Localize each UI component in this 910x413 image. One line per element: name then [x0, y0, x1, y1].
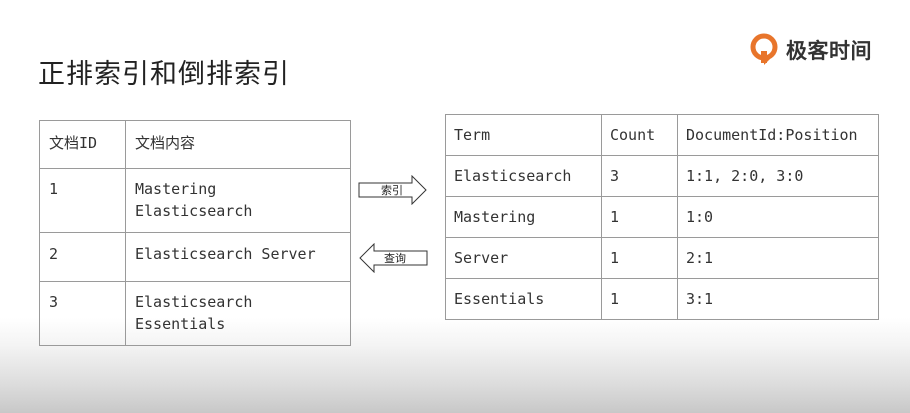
header-cell: Term — [445, 114, 602, 156]
geektime-logo-icon — [750, 33, 778, 65]
count-cell: 1 — [601, 278, 678, 320]
content-line: Elasticsearch — [135, 202, 253, 220]
term-cell: Elasticsearch — [445, 155, 602, 197]
postings-cell: 2:1 — [677, 237, 879, 279]
count-cell: 1 — [601, 237, 678, 279]
arrow-left-icon — [359, 243, 428, 273]
doc-id-cell: 3 — [39, 281, 126, 346]
inverted-index-table: Term Count DocumentId:Position Elasticse… — [445, 114, 879, 320]
header-cell: DocumentId:Position — [677, 114, 879, 156]
table-row: Mastering 1 1:0 — [445, 196, 879, 238]
postings-cell: 1:1, 2:0, 3:0 — [677, 155, 879, 197]
doc-id-cell: 1 — [39, 168, 126, 233]
arrow-right-icon — [358, 175, 427, 205]
doc-id-cell: 2 — [39, 232, 126, 282]
content-line: Mastering — [135, 180, 217, 198]
table-row: Elasticsearch 3 1:1, 2:0, 3:0 — [445, 155, 879, 197]
index-arrow-label: 索引 — [381, 184, 403, 197]
term-cell: Mastering — [445, 196, 602, 238]
brand-name: 极客时间 — [786, 39, 872, 63]
postings-cell: 1:0 — [677, 196, 879, 238]
query-arrow-label: 查询 — [384, 252, 406, 265]
slide-title: 正排索引和倒排索引 — [38, 59, 290, 90]
table-header-row: 文档ID 文档内容 — [39, 120, 351, 169]
content-line: Elasticsearch Server — [135, 245, 316, 263]
doc-content-cell: Elasticsearch Essentials — [125, 281, 351, 346]
table-row: Essentials 1 3:1 — [445, 278, 879, 320]
term-cell: Server — [445, 237, 602, 279]
table-row: Server 1 2:1 — [445, 237, 879, 279]
forward-index-table: 文档ID 文档内容 1 Mastering Elasticsearch 2 El… — [39, 120, 351, 346]
content-line: Essentials — [135, 315, 226, 333]
header-cell: 文档ID — [39, 120, 126, 169]
doc-content-cell: Mastering Elasticsearch — [125, 168, 351, 233]
count-cell: 3 — [601, 155, 678, 197]
header-cell: 文档内容 — [125, 120, 351, 169]
header-cell: Count — [601, 114, 678, 156]
brand-logo: 极客时间 — [750, 30, 872, 70]
table-row: 3 Elasticsearch Essentials — [39, 281, 351, 346]
postings-cell: 3:1 — [677, 278, 879, 320]
doc-content-cell: Elasticsearch Server — [125, 232, 351, 282]
content-line: Elasticsearch — [135, 293, 253, 311]
count-cell: 1 — [601, 196, 678, 238]
table-header-row: Term Count DocumentId:Position — [445, 114, 879, 156]
table-row: 1 Mastering Elasticsearch — [39, 168, 351, 233]
table-row: 2 Elasticsearch Server — [39, 232, 351, 282]
term-cell: Essentials — [445, 278, 602, 320]
